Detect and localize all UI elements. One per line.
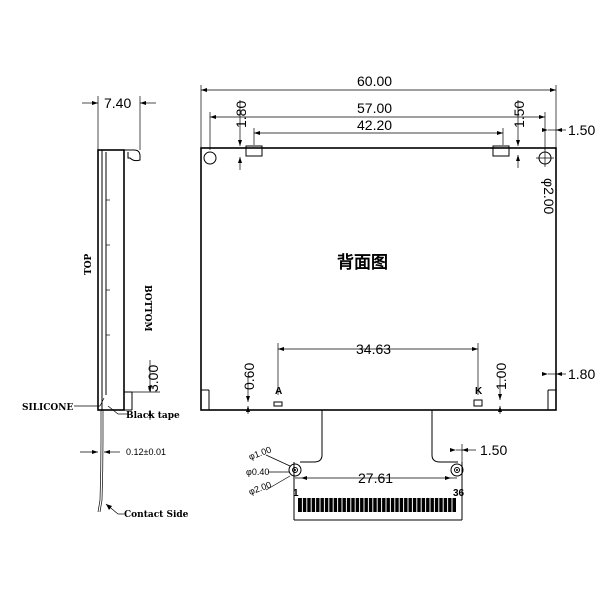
drawing-title: 背面图 — [337, 252, 388, 273]
fpc-edge-offset-dim: 1.50 — [480, 442, 507, 458]
fpc-hole-right — [450, 463, 464, 477]
tab-right — [492, 145, 510, 157]
black-tape-callout: Black tape — [126, 411, 180, 421]
back-view: 60.00 57.00 42.20 1.80 1.50 1.50 — [200, 73, 595, 414]
top-label: TOP — [84, 253, 94, 275]
fpc-tail: 27.61 1.50 φ1.00 φ0.40 φ2.00 1 36 — [246, 410, 507, 521]
hole-pad-dim: φ2.00 — [247, 479, 272, 496]
side-view: 7.40 TOP BOTTOM 3.00 SILICONE — [22, 95, 189, 520]
silicone-callout: SILICONE — [22, 403, 73, 413]
fpc-thickness-dim: 0.12±0.01 — [126, 447, 166, 457]
right-tab-offset-dim: 1.50 — [511, 101, 527, 128]
hole-inner-dim: φ0.40 — [246, 467, 269, 477]
tab-left — [245, 145, 263, 157]
led-k-label: K — [475, 386, 483, 397]
last-pin-label: 36 — [453, 488, 465, 499]
bottom-label: BOTTOM — [142, 285, 152, 332]
led-pad-a — [273, 401, 283, 407]
right-edge-offset-dim: 1.50 — [568, 122, 595, 138]
pin-span-dim: 27.61 — [358, 470, 393, 486]
led-k-height-dim: 1.00 — [493, 363, 509, 390]
led-a-label: A — [275, 386, 282, 397]
led-a-height-dim: 0.60 — [241, 363, 257, 390]
hole-pitch-dim: 57.00 — [357, 100, 392, 116]
overall-width-dim: 60.00 — [357, 73, 392, 89]
fpc-hole-left — [288, 463, 302, 477]
hole-outer-dim: φ1.00 — [247, 444, 272, 461]
first-pin-label: 1 — [293, 488, 299, 499]
fpc-contact-fingers — [298, 498, 456, 512]
left-tab-offset-dim: 1.80 — [233, 101, 249, 128]
tab-pitch-dim: 42.20 — [357, 117, 392, 133]
led-pad-k — [473, 399, 483, 407]
hole-diameter-dim: φ2.00 — [541, 178, 557, 215]
side-thickness-dim: 7.40 — [104, 95, 131, 111]
bottom-offset-dim: 3.00 — [145, 365, 161, 392]
led-pitch-dim: 34.63 — [356, 341, 391, 357]
mount-hole-left — [203, 151, 217, 165]
bottom-right-offset-dim: 1.80 — [568, 366, 595, 382]
contact-side-callout: Contact Side — [124, 510, 189, 520]
